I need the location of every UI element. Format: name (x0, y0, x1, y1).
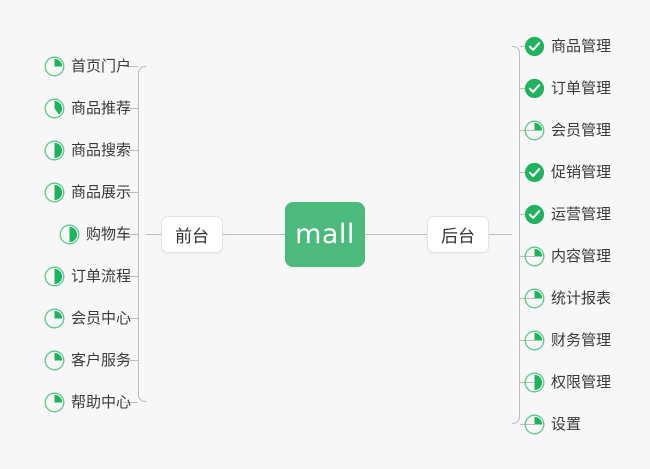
connector-trunk-left-spine-to-front (146, 234, 161, 235)
connector-stub-front-4 (123, 192, 138, 193)
pie-progress-icon (524, 246, 545, 267)
check-circle-icon (524, 36, 545, 57)
connector-stub-front-2 (123, 108, 138, 109)
front-item-8[interactable]: 客户服务 (44, 348, 131, 372)
pie-progress-icon (44, 308, 65, 329)
front-item-label: 商品展示 (70, 183, 131, 201)
connector-stub-front-7 (123, 318, 138, 319)
pie-progress-icon (44, 182, 65, 203)
connector-stub-front-1 (123, 66, 138, 67)
pie-progress-icon (524, 372, 545, 393)
center-node-mall[interactable]: mall (285, 202, 365, 267)
connector-spine-right (512, 46, 520, 424)
back-item-8[interactable]: 财务管理 (524, 328, 611, 352)
pie-progress-icon (524, 288, 545, 309)
check-circle-icon (524, 162, 545, 183)
connector-stub-back-3 (520, 130, 535, 131)
connector-stub-front-3 (123, 150, 138, 151)
pie-progress-icon (44, 266, 65, 287)
pie-progress-icon (44, 140, 65, 161)
back-item-7[interactable]: 统计报表 (524, 286, 611, 310)
connector-spine-left (138, 66, 146, 402)
connector-trunk-mall-to-back (365, 234, 427, 235)
pie-progress-icon (44, 56, 65, 77)
pie-progress-icon (44, 98, 65, 119)
front-item-label: 客户服务 (70, 351, 131, 369)
back-item-5[interactable]: 运营管理 (524, 202, 611, 226)
back-item-10[interactable]: 设置 (524, 412, 581, 436)
connector-stub-front-6 (123, 276, 138, 277)
check-circle-icon (524, 78, 545, 99)
back-item-6[interactable]: 内容管理 (524, 244, 611, 268)
connector-trunk-back-to-right-spine (489, 234, 512, 235)
back-item-3[interactable]: 会员管理 (524, 118, 611, 142)
back-item-1[interactable]: 商品管理 (524, 34, 611, 58)
connector-stub-back-7 (520, 298, 535, 299)
front-item-1[interactable]: 首页门户 (44, 54, 131, 78)
back-item-4[interactable]: 促销管理 (524, 160, 611, 184)
pie-progress-icon (44, 350, 65, 371)
back-item-label: 促销管理 (551, 163, 612, 181)
connector-stub-front-9 (123, 402, 138, 403)
front-item-label: 订单流程 (70, 267, 131, 285)
pie-progress-icon (524, 120, 545, 141)
front-item-label: 会员中心 (70, 309, 131, 327)
connector-stub-front-8 (123, 360, 138, 361)
front-item-2[interactable]: 商品推荐 (44, 96, 131, 120)
check-circle-icon (524, 204, 545, 225)
front-item-label: 购物车 (85, 225, 131, 243)
back-item-9[interactable]: 权限管理 (524, 370, 611, 394)
connector-trunk-front-to-mall (223, 234, 285, 235)
front-item-label: 帮助中心 (70, 393, 131, 411)
branch-node-front[interactable]: 前台 (161, 216, 223, 253)
back-item-label: 会员管理 (551, 121, 612, 139)
pie-progress-icon (524, 414, 545, 435)
back-item-label: 统计报表 (551, 289, 612, 307)
front-item-9[interactable]: 帮助中心 (44, 390, 131, 414)
pie-progress-icon (59, 224, 80, 245)
branch-node-front-label: 前台 (175, 227, 209, 247)
front-item-7[interactable]: 会员中心 (44, 306, 131, 330)
connector-stub-front-5 (123, 234, 138, 235)
back-item-label: 订单管理 (551, 79, 612, 97)
back-item-2[interactable]: 订单管理 (524, 76, 611, 100)
front-item-label: 商品搜索 (70, 141, 131, 159)
back-item-label: 财务管理 (551, 331, 612, 349)
back-item-label: 运营管理 (551, 205, 612, 223)
pie-progress-icon (524, 330, 545, 351)
back-item-label: 设置 (551, 415, 582, 433)
connector-stub-back-9 (520, 382, 535, 383)
back-item-label: 权限管理 (551, 373, 612, 391)
front-item-3[interactable]: 商品搜索 (44, 138, 131, 162)
connector-stub-back-8 (520, 340, 535, 341)
connector-stub-back-10 (520, 424, 535, 425)
pie-progress-icon (44, 392, 65, 413)
branch-node-back[interactable]: 后台 (427, 216, 489, 253)
front-item-label: 商品推荐 (70, 99, 131, 117)
front-item-label: 首页门户 (70, 57, 131, 75)
front-item-6[interactable]: 订单流程 (44, 264, 131, 288)
back-item-label: 商品管理 (551, 37, 612, 55)
branch-node-back-label: 后台 (441, 227, 475, 247)
front-item-5[interactable]: 购物车 (59, 222, 131, 246)
back-item-label: 内容管理 (551, 247, 612, 265)
connector-stub-back-6 (520, 256, 535, 257)
front-item-4[interactable]: 商品展示 (44, 180, 131, 204)
center-node-label: mall (295, 219, 355, 250)
